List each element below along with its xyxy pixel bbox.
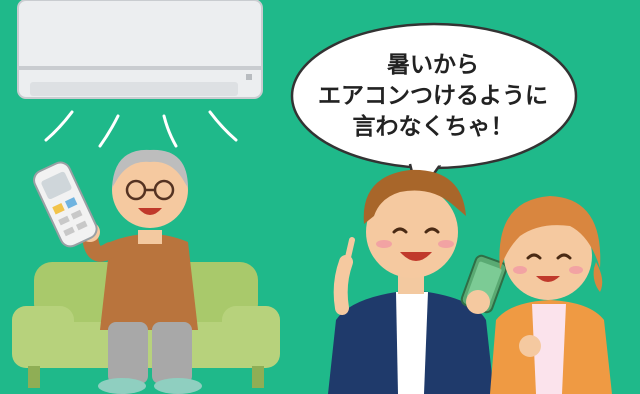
woman <box>490 196 612 394</box>
speech-line-1: 暑いから <box>387 52 479 78</box>
speech-line-3: 言わなくちゃ！ <box>352 114 514 140</box>
air-conditioner-icon <box>17 0 263 99</box>
airflow-lines <box>44 110 238 148</box>
speech-bubble: 暑いから エアコンつけるように 言わなくちゃ！ <box>318 50 548 143</box>
remote-control-icon <box>33 161 98 248</box>
man <box>328 169 494 394</box>
speech-line-2: エアコンつけるように <box>318 83 548 109</box>
man-hand <box>466 290 490 314</box>
